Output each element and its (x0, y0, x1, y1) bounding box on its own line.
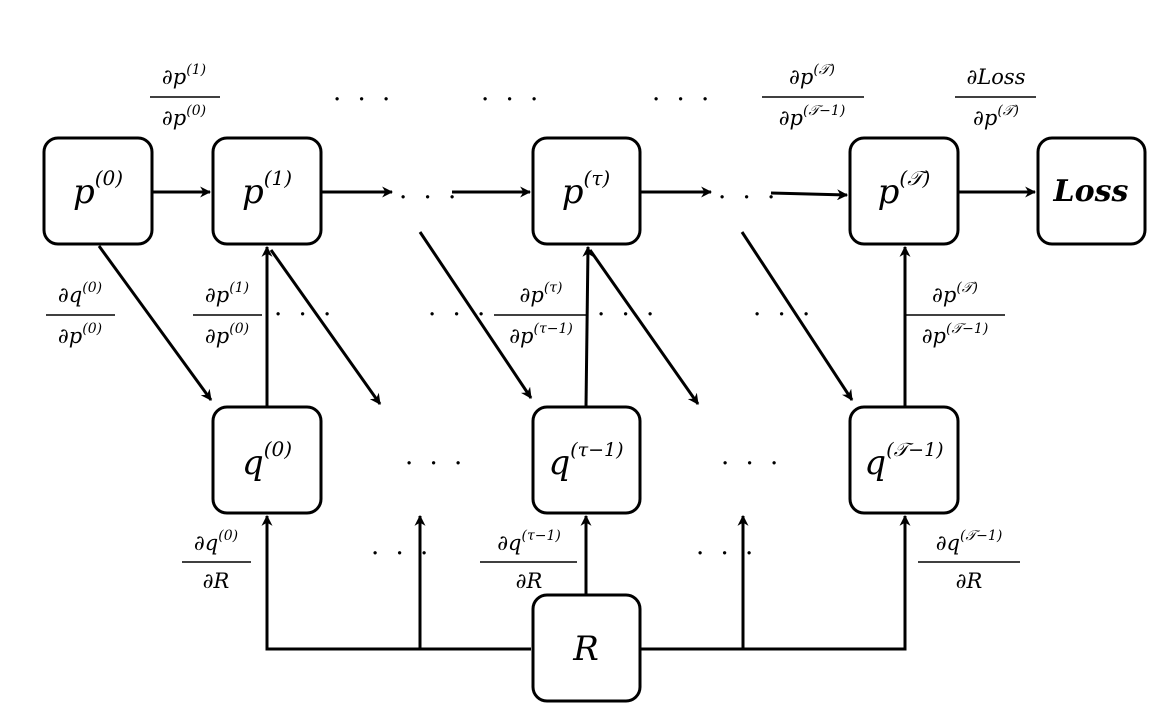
svg-text:∂q(𝒯−1): ∂q(𝒯−1) (936, 528, 1003, 555)
edge-prev-qtau (418, 231, 533, 399)
deriv-label-pT-over-pT1-mid: ∂p(𝒯) ∂p(𝒯−1) (906, 280, 1005, 348)
dots-bottom-1: · · · (371, 539, 432, 569)
deriv-label-qtau-over-R: ∂q(τ−1) ∂R (480, 528, 577, 593)
svg-text:∂q(τ−1): ∂q(τ−1) (497, 528, 561, 555)
dots-mid-1: · · · (274, 300, 335, 330)
svg-text:R: R (572, 629, 599, 669)
svg-text:q(0): q(0) (242, 437, 292, 483)
dots-top-2: · · · (481, 85, 542, 115)
svg-text:p(1): p(1) (242, 166, 292, 212)
edge-dots-pT (770, 189, 849, 201)
dots-mid-4: · · · (753, 300, 814, 330)
edge-p1-next (269, 249, 382, 405)
deriv-label-loss-over-pT: ∂Loss ∂p(𝒯) (955, 65, 1036, 130)
node-loss: Loss (1036, 136, 1147, 246)
svg-text:p(𝒯): p(𝒯) (878, 166, 931, 212)
node-p0: p(0) (42, 136, 154, 246)
edge-qtau-ptau (582, 245, 594, 408)
deriv-label-qT-over-R: ∂q(𝒯−1) ∂R (918, 528, 1020, 593)
svg-text:∂p(0): ∂p(0) (58, 321, 102, 348)
svg-text:∂p(0): ∂p(0) (205, 321, 249, 348)
deriv-label-ptau-over-ptau1: ∂p(τ) ∂p(τ−1) (494, 280, 588, 348)
dots-top-1: · · · (333, 85, 394, 115)
svg-text:∂R: ∂R (516, 569, 543, 593)
dots-mid-2: · · · (428, 300, 489, 330)
svg-text:∂p(𝒯−1): ∂p(𝒯−1) (779, 103, 846, 130)
deriv-label-q0-over-R: ∂q(0) ∂R (182, 528, 251, 593)
dots-top-3: · · · (652, 85, 713, 115)
node-p1: p(1) (211, 136, 323, 246)
deriv-label-p1-over-p0-mid: ∂p(1) ∂p(0) (193, 280, 262, 348)
node-q0: q(0) (211, 405, 323, 515)
node-qtau: q(τ−1) (531, 405, 642, 515)
node-pT: p(𝒯) (848, 136, 960, 246)
edges (97, 186, 1037, 651)
edge-ptau-next (588, 249, 700, 405)
edge-R-bus-right (640, 514, 911, 651)
dots-q-2: · · · (721, 449, 782, 479)
deriv-label-q0-over-p0: ∂q(0) ∂p(0) (46, 280, 115, 348)
ellipses: · · · · · · · · · · · · · · · · · · · · … (274, 85, 814, 569)
edge-prev-qT (740, 231, 854, 401)
svg-text:∂p(𝒯): ∂p(𝒯) (789, 62, 835, 89)
dots-chain-1: · · · (399, 183, 460, 213)
node-r: R (531, 593, 642, 703)
edge-p0-q0 (97, 245, 213, 401)
deriv-label-p1-over-p0-top: ∂p(1) ∂p(0) (150, 62, 220, 130)
node-ptau: p(τ) (531, 136, 642, 246)
svg-text:∂p(1): ∂p(1) (162, 62, 206, 89)
svg-text:∂Loss: ∂Loss (966, 65, 1025, 89)
svg-text:p(0): p(0) (73, 166, 123, 212)
svg-text:∂p(𝒯): ∂p(𝒯) (973, 103, 1019, 130)
svg-text:∂p(𝒯−1): ∂p(𝒯−1) (922, 321, 989, 348)
svg-text:∂p(1): ∂p(1) (205, 280, 249, 307)
svg-text:∂R: ∂R (203, 569, 230, 593)
svg-text:∂p(0): ∂p(0) (162, 103, 206, 130)
svg-text:p(τ): p(τ) (562, 166, 610, 212)
dots-mid-3: · · · (597, 300, 658, 330)
svg-text:∂p(τ−1): ∂p(τ−1) (509, 321, 573, 348)
svg-text:q(𝒯−1): q(𝒯−1) (864, 439, 943, 483)
svg-text:∂q(0): ∂q(0) (58, 280, 102, 307)
svg-text:q(τ−1): q(τ−1) (548, 439, 623, 483)
dots-bottom-2: · · · (696, 539, 757, 569)
svg-text:∂R: ∂R (956, 569, 983, 593)
edge-R-bus-left (261, 514, 531, 651)
svg-text:∂q(0): ∂q(0) (194, 528, 238, 555)
node-qT: q(𝒯−1) (848, 405, 960, 515)
svg-text:∂p(τ): ∂p(τ) (520, 280, 563, 307)
dots-q-1: · · · (405, 449, 466, 479)
deriv-label-pT-over-pT1-top: ∂p(𝒯) ∂p(𝒯−1) (762, 62, 864, 130)
svg-text:∂p(𝒯): ∂p(𝒯) (932, 280, 978, 307)
svg-text:Loss: Loss (1053, 174, 1129, 209)
dots-chain-2: · · · (718, 183, 779, 213)
